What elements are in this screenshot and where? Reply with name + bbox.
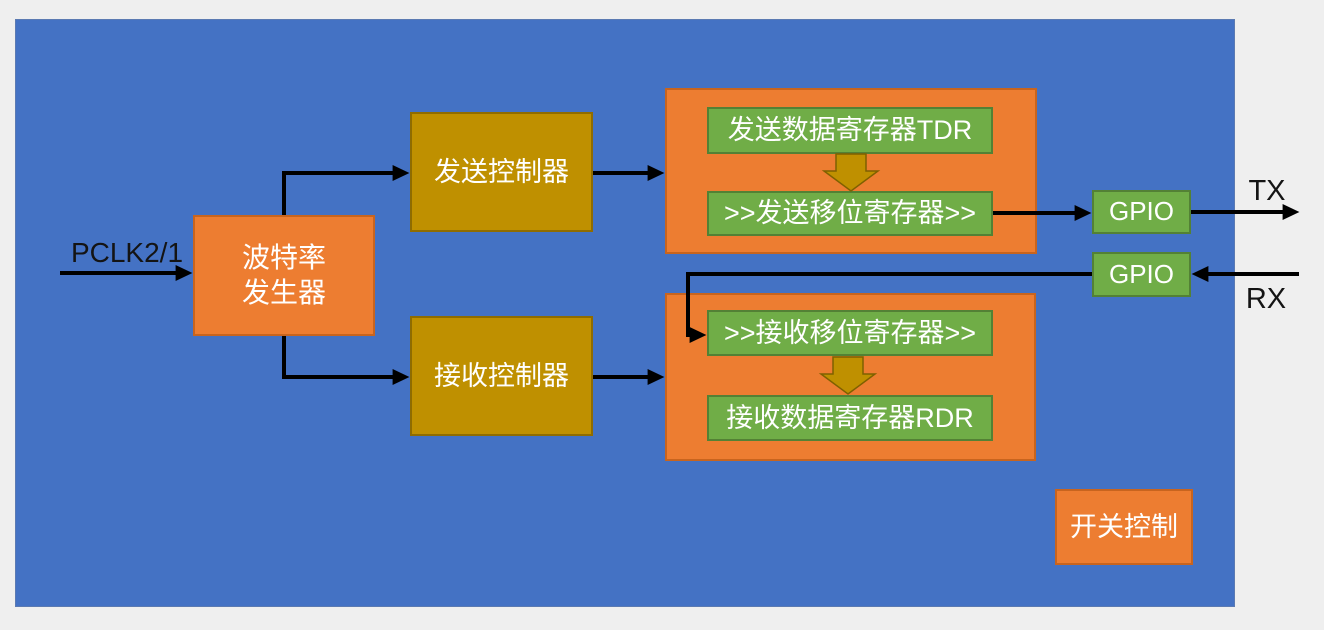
gpio-rx-label: GPIO (1108, 258, 1174, 289)
block-tdr-register: 发送数据寄存器TDR (707, 107, 993, 154)
rdr-register-label: 接收数据寄存器RDR (726, 402, 974, 433)
gpio-tx-label: GPIO (1108, 196, 1174, 227)
block-gpio-rx: GPIO (1092, 252, 1191, 297)
rx-signal-label: RX (1245, 283, 1287, 315)
baud-generator-label-line1: 波特率 (241, 242, 326, 274)
block-switch-control: 开关控制 (1055, 489, 1193, 565)
receive-shift-register-label: >>接收移位寄存器>> (723, 317, 977, 348)
block-transmit-shift-register: >>发送移位寄存器>> (707, 191, 993, 236)
block-transmit-controller: 发送控制器 (410, 112, 593, 232)
baud-generator-label-line2: 发生器 (241, 276, 326, 308)
tdr-register-label: 发送数据寄存器TDR (727, 115, 973, 146)
transmit-controller-label: 发送控制器 (434, 156, 569, 187)
block-baud-rate-generator: 波特率 发生器 (193, 215, 375, 336)
pclk-signal-label: PCLK2/1 (70, 237, 184, 268)
block-gpio-tx: GPIO (1092, 190, 1191, 234)
block-rdr-register: 接收数据寄存器RDR (707, 395, 993, 441)
block-receive-controller: 接收控制器 (410, 316, 593, 436)
tx-signal-label: TX (1248, 175, 1286, 207)
transmit-shift-register-label: >>发送移位寄存器>> (723, 198, 977, 229)
switch-control-label: 开关控制 (1070, 511, 1178, 542)
block-receive-shift-register: >>接收移位寄存器>> (707, 310, 993, 356)
receive-controller-label: 接收控制器 (434, 360, 569, 391)
